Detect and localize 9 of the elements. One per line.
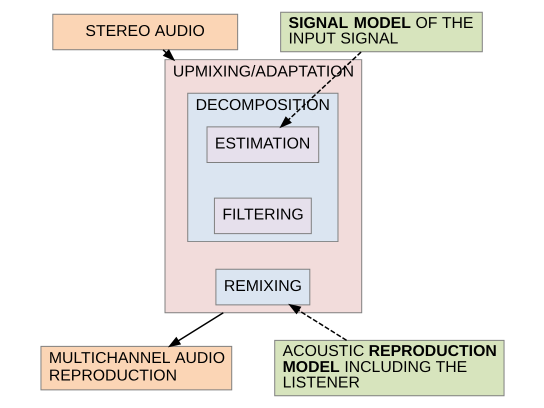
arrow [288, 304, 346, 341]
node-box: SIGNAL MODEL OF THE INPUT SIGNAL [280, 12, 482, 52]
node-box: ESTIMATION [206, 126, 319, 163]
node-box: STEREO AUDIO [52, 14, 238, 50]
node-box: FILTERING [213, 198, 312, 234]
node-box: MULTICHANNEL AUDIO REPRODUCTION [40, 346, 232, 390]
arrow [167, 312, 224, 348]
node-box: REMIXING [214, 268, 310, 306]
node-box: ACOUSTIC REPRODUCTION MODEL INCLUDING THE LISTENER [274, 340, 504, 396]
